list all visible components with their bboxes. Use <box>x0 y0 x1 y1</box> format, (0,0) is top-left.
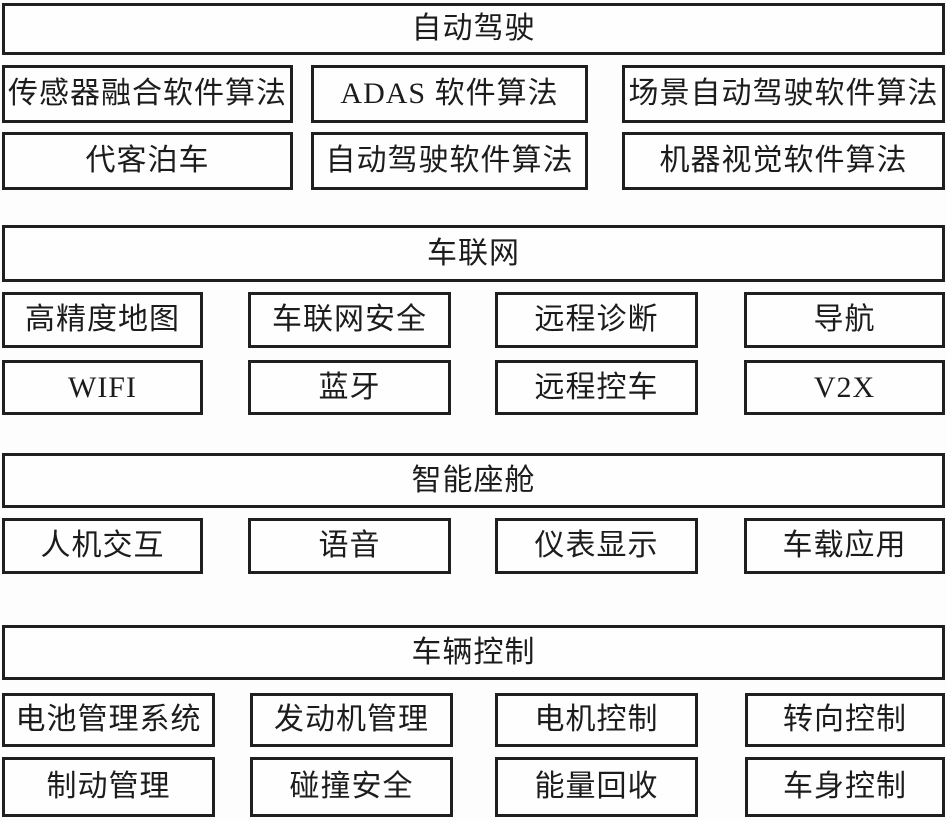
node-steering-control: 转向控制 <box>745 693 945 747</box>
node-scenario-autonomous-driving-algorithms: 场景自动驾驶软件算法 <box>622 65 945 123</box>
node-instrument-display: 仪表显示 <box>495 518 698 574</box>
node-motor-control: 电机控制 <box>495 693 698 747</box>
smart-cockpit-row-1: 人机交互 语音 仪表显示 车载应用 <box>2 518 947 574</box>
section-header-autonomous-driving: 自动驾驶 <box>2 3 945 55</box>
node-adas-algorithms: ADAS 软件算法 <box>311 65 588 123</box>
connected-vehicle-row-2: WIFI 蓝牙 远程控车 V2X <box>2 360 947 415</box>
node-hd-map: 高精度地图 <box>2 292 203 348</box>
vehicle-control-row-2: 制动管理 碰撞安全 能量回收 车身控制 <box>2 757 947 817</box>
node-voice: 语音 <box>248 518 451 574</box>
node-collision-safety: 碰撞安全 <box>250 757 453 817</box>
node-navigation: 导航 <box>744 292 945 348</box>
node-human-machine-interaction: 人机交互 <box>2 518 203 574</box>
node-v2x: V2X <box>744 360 945 415</box>
node-brake-management: 制动管理 <box>2 757 215 817</box>
node-in-vehicle-apps: 车载应用 <box>744 518 945 574</box>
node-connected-vehicle-security: 车联网安全 <box>248 292 451 348</box>
node-energy-recovery: 能量回收 <box>495 757 698 817</box>
node-machine-vision-algorithms: 机器视觉软件算法 <box>622 132 945 190</box>
section-header-vehicle-control: 车辆控制 <box>2 625 945 680</box>
node-wifi: WIFI <box>2 360 203 415</box>
section-header-smart-cockpit: 智能座舱 <box>2 453 945 508</box>
node-bluetooth: 蓝牙 <box>248 360 451 415</box>
autonomous-driving-row-1: 传感器融合软件算法 ADAS 软件算法 场景自动驾驶软件算法 <box>2 65 947 123</box>
node-battery-management-system: 电池管理系统 <box>2 693 215 747</box>
node-body-control: 车身控制 <box>745 757 945 817</box>
node-remote-diagnostics: 远程诊断 <box>495 292 698 348</box>
node-engine-management: 发动机管理 <box>250 693 453 747</box>
connected-vehicle-row-1: 高精度地图 车联网安全 远程诊断 导航 <box>2 292 947 348</box>
vehicle-control-row-1: 电池管理系统 发动机管理 电机控制 转向控制 <box>2 693 947 747</box>
node-autonomous-driving-algorithms: 自动驾驶软件算法 <box>311 132 588 190</box>
node-valet-parking: 代客泊车 <box>2 132 293 190</box>
section-header-connected-vehicle: 车联网 <box>2 225 945 282</box>
node-remote-vehicle-control: 远程控车 <box>495 360 698 415</box>
autonomous-driving-row-2: 代客泊车 自动驾驶软件算法 机器视觉软件算法 <box>2 132 947 190</box>
node-sensor-fusion-algorithms: 传感器融合软件算法 <box>2 65 293 123</box>
